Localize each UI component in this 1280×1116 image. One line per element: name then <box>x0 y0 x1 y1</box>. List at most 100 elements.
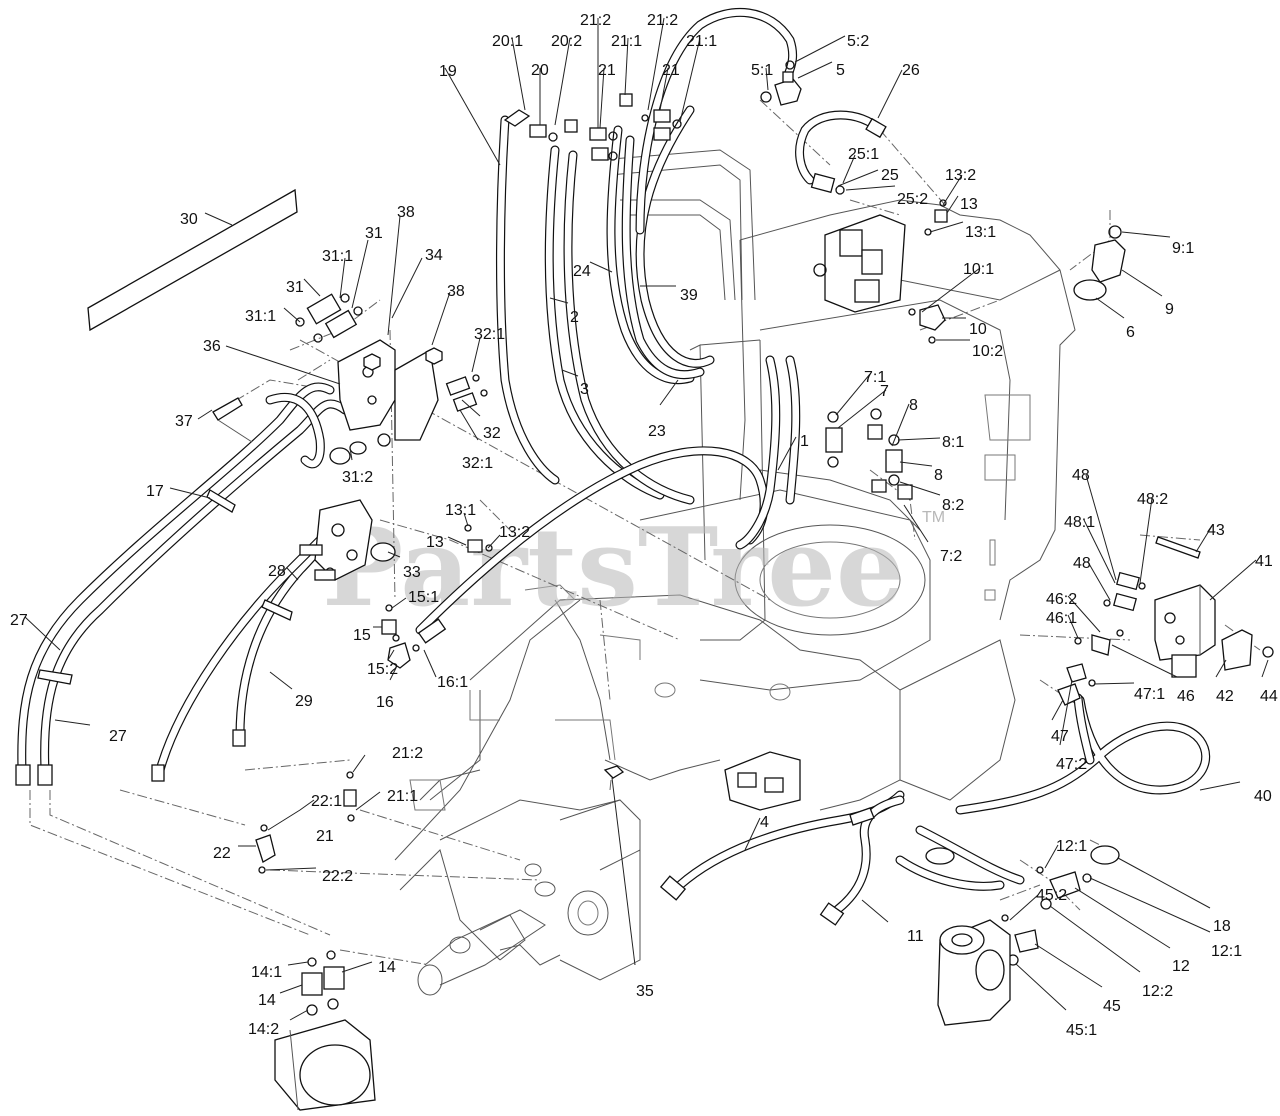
callout-label: 45:2 <box>1036 887 1067 904</box>
callout-label: 13:2 <box>499 524 530 541</box>
callout-label: 47:1 <box>1134 686 1165 703</box>
callout-label: 32:1 <box>462 455 493 472</box>
callout-label: 37 <box>175 413 193 430</box>
callout-label: 21:2 <box>580 12 611 29</box>
callout-label: 1 <box>800 433 809 450</box>
callout-label: 8:1 <box>942 434 964 451</box>
callout-label: 8 <box>934 467 943 484</box>
callout-label: 45:1 <box>1066 1022 1097 1039</box>
callout-label: 48 <box>1073 555 1091 572</box>
callout-label: 13:1 <box>965 224 996 241</box>
callout-label: 15:2 <box>367 661 398 678</box>
callout-label: 27 <box>109 728 127 745</box>
callout-label: 24 <box>573 263 591 280</box>
callout-label: 31:2 <box>342 469 373 486</box>
callout-label: 20:2 <box>551 33 582 50</box>
callout-label: 2 <box>570 309 579 326</box>
callout-label: 31:1 <box>322 248 353 265</box>
callout-label: 13 <box>960 196 978 213</box>
callout-label: 15 <box>353 627 371 644</box>
callout-label: 12:1 <box>1211 943 1242 960</box>
callout-label: 48:1 <box>1064 514 1095 531</box>
callout-label: 11 <box>907 928 924 945</box>
callout-label: 47:2 <box>1056 756 1087 773</box>
callout-label: 22:1 <box>311 793 342 810</box>
callout-label: 16:1 <box>437 674 468 691</box>
callout-label: 8 <box>909 397 918 414</box>
callout-label: 30 <box>180 211 198 228</box>
callout-label: 31 <box>286 279 304 296</box>
callout-label: 23 <box>648 423 666 440</box>
watermark-text: PartsTree <box>322 505 905 631</box>
callout-label: 42 <box>1216 688 1234 705</box>
callout-label: 25:2 <box>897 191 928 208</box>
callout-label: 28 <box>268 563 286 580</box>
callout-label: 6 <box>1126 324 1135 341</box>
callout-label: 38 <box>447 283 465 300</box>
callout-label: 41 <box>1255 553 1273 570</box>
callout-label: 31 <box>365 225 383 242</box>
callout-label: 17 <box>146 483 164 500</box>
watermark-tm: TM <box>922 509 945 526</box>
callout-label: 21:1 <box>611 33 642 50</box>
callout-label: 34 <box>425 247 443 264</box>
part-30-strip <box>87 188 298 332</box>
callout-label: 10:1 <box>963 261 994 278</box>
callout-label: 46:2 <box>1046 591 1077 608</box>
callout-label: 12 <box>1172 958 1190 975</box>
callout-label: 47 <box>1051 728 1069 745</box>
callout-label: 15:1 <box>408 589 439 606</box>
callout-label: 22 <box>213 845 231 862</box>
callout-label: 19 <box>439 63 457 80</box>
callout-label: 45 <box>1103 998 1121 1015</box>
callout-label: 12:2 <box>1142 983 1173 1000</box>
callout-label: 21:2 <box>647 12 678 29</box>
callout-label: 21:1 <box>387 788 418 805</box>
callout-label: 40 <box>1254 788 1272 805</box>
callout-label: 21 <box>662 62 680 79</box>
callout-label: 8:2 <box>942 497 964 514</box>
callout-label: 20 <box>531 62 549 79</box>
callout-label: 21:2 <box>392 745 423 762</box>
callout-label: 36 <box>203 338 221 355</box>
callout-label: 39 <box>680 287 698 304</box>
callout-label: 32 <box>483 425 501 442</box>
callout-label: 27 <box>10 612 28 629</box>
callout-label: 25:1 <box>848 146 879 163</box>
callout-label: 48:2 <box>1137 491 1168 508</box>
leader-lines <box>24 17 1269 1021</box>
callout-label: 10:2 <box>972 343 1003 360</box>
callout-label: 16 <box>376 694 394 711</box>
callout-label: 5:1 <box>751 62 773 79</box>
callout-label: 13:2 <box>945 167 976 184</box>
callout-label: 21 <box>316 828 334 845</box>
callout-label: 33 <box>403 564 421 581</box>
callout-label: 18 <box>1213 918 1231 935</box>
callout-label: 12:1 <box>1056 838 1087 855</box>
callout-label: 43 <box>1207 522 1225 539</box>
callout-label: 4 <box>760 814 769 831</box>
callout-label: 25 <box>881 167 899 184</box>
callout-labels: 3031:13138343131:13832:136373232:131:217… <box>10 12 1278 1039</box>
callout-label: 13 <box>426 534 444 551</box>
callout-label: 14:1 <box>251 964 282 981</box>
callout-label: 38 <box>397 204 415 221</box>
callout-label: 14:2 <box>248 1021 279 1038</box>
callout-label: 29 <box>295 693 313 710</box>
callout-label: 7:2 <box>940 548 962 565</box>
hoses <box>17 8 1211 920</box>
callout-label: 46:1 <box>1046 610 1077 627</box>
callout-label: 32:1 <box>474 326 505 343</box>
callout-label: 9:1 <box>1172 240 1194 257</box>
callout-label: 5 <box>836 62 845 79</box>
fittings <box>15 60 1274 1111</box>
callout-label: 21:1 <box>686 33 717 50</box>
watermark: PartsTree TM <box>322 505 945 631</box>
callout-label: 7:1 <box>864 369 886 386</box>
callout-label: 44 <box>1260 688 1278 705</box>
callout-label: 5:2 <box>847 33 869 50</box>
callout-label: 46 <box>1177 688 1195 705</box>
callout-label: 14 <box>258 992 276 1009</box>
